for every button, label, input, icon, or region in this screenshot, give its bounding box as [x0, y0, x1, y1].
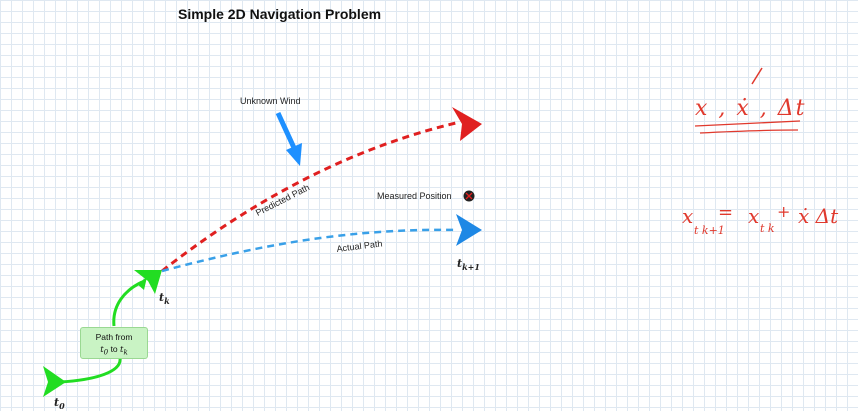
handwritten-variables: x , ẋ , Δt	[695, 96, 807, 121]
handwriting-underline-1	[694, 120, 801, 127]
unknown-wind-label: Unknown Wind	[240, 96, 301, 106]
t0-label: t0	[54, 396, 65, 411]
tk1-label: tk+1	[457, 257, 480, 273]
measured-position-label: Measured Position	[377, 191, 452, 201]
wind-arrow-shaft	[275, 111, 298, 152]
wind-arrow-head	[286, 143, 302, 166]
path-from-box: Path from t0 to tk	[80, 327, 148, 359]
diagram-title: Simple 2D Navigation Problem	[178, 6, 382, 22]
start-marker-t0	[43, 366, 66, 397]
path-tk-approach	[112, 280, 143, 327]
predicted-arrow-head	[452, 107, 482, 141]
arrow-head-tk-approach	[137, 277, 147, 290]
predicted-path	[161, 120, 461, 273]
tk-label: tk	[159, 291, 170, 307]
handwriting-underline-2	[699, 129, 799, 134]
actual-arrow-head	[456, 214, 482, 246]
path-t0-to-tk	[59, 357, 122, 384]
path-from-range: t0 to tk	[100, 344, 128, 357]
actual-path	[161, 228, 459, 273]
path-from-text: Path from	[95, 332, 133, 342]
handwriting-tick	[751, 67, 763, 85]
marker-tk	[134, 270, 162, 294]
